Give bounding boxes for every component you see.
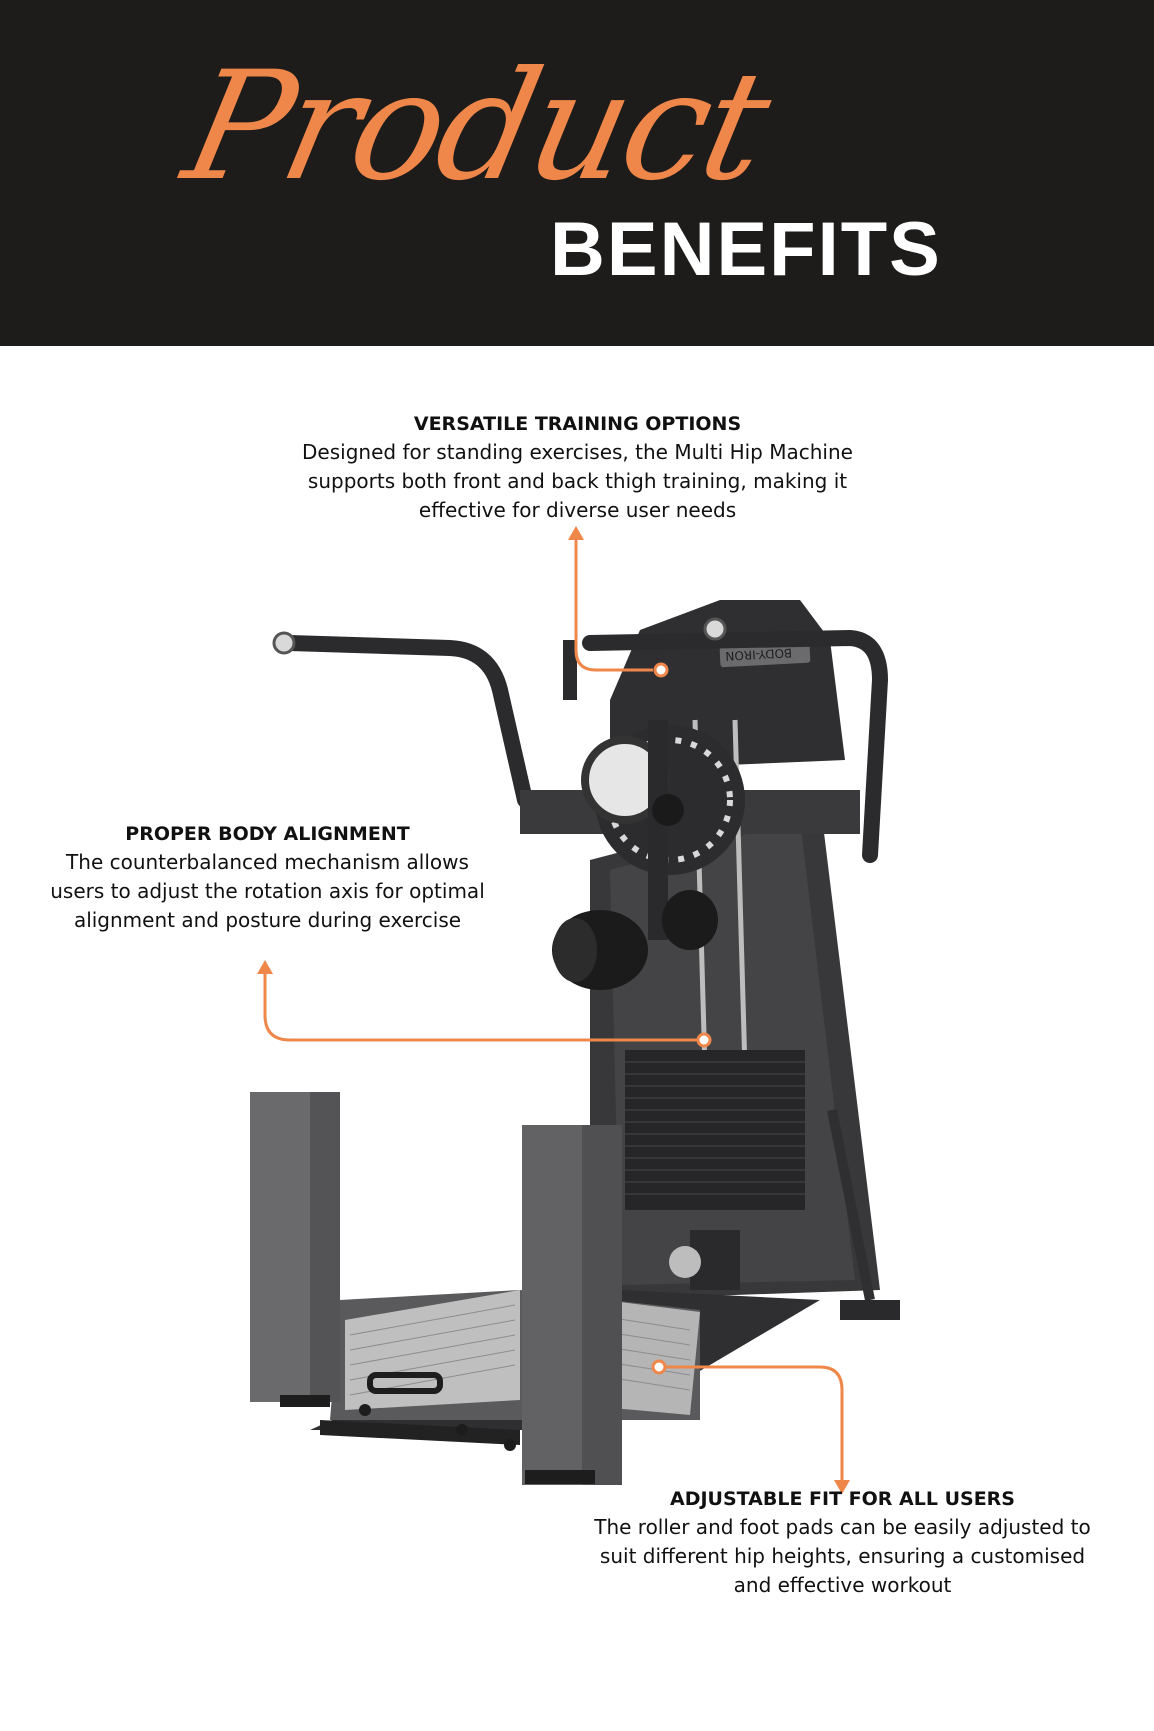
callout-body: The counterbalanced mechanism allows use… bbox=[50, 850, 485, 932]
callout-body: The roller and foot pads can be easily a… bbox=[594, 1515, 1091, 1597]
callout-adjustable-fit: ADJUSTABLE FIT FOR ALL USERS The roller … bbox=[590, 1485, 1095, 1600]
callout-body: Designed for standing exercises, the Mul… bbox=[302, 440, 853, 522]
brand-label: BODY-IRON bbox=[725, 646, 792, 663]
connector-dots bbox=[651, 662, 712, 1375]
callout-connectors bbox=[263, 536, 844, 1484]
connector-arrowheads bbox=[257, 526, 850, 1494]
right-handle bbox=[582, 629, 889, 863]
header-banner: Product BENEFITS bbox=[0, 0, 1154, 346]
callout-heading: VERSATILE TRAINING OPTIONS bbox=[413, 413, 742, 435]
callout-versatile-training: VERSATILE TRAINING OPTIONS Designed for … bbox=[280, 410, 875, 525]
callout-heading: PROPER BODY ALIGNMENT bbox=[125, 823, 410, 845]
left-handle bbox=[282, 635, 533, 808]
callout-body-alignment: PROPER BODY ALIGNMENT The counterbalance… bbox=[40, 820, 495, 935]
weight-stack bbox=[625, 1050, 805, 1210]
callout-heading: ADJUSTABLE FIT FOR ALL USERS bbox=[670, 1488, 1015, 1510]
bold-title: BENEFITS bbox=[550, 207, 942, 292]
